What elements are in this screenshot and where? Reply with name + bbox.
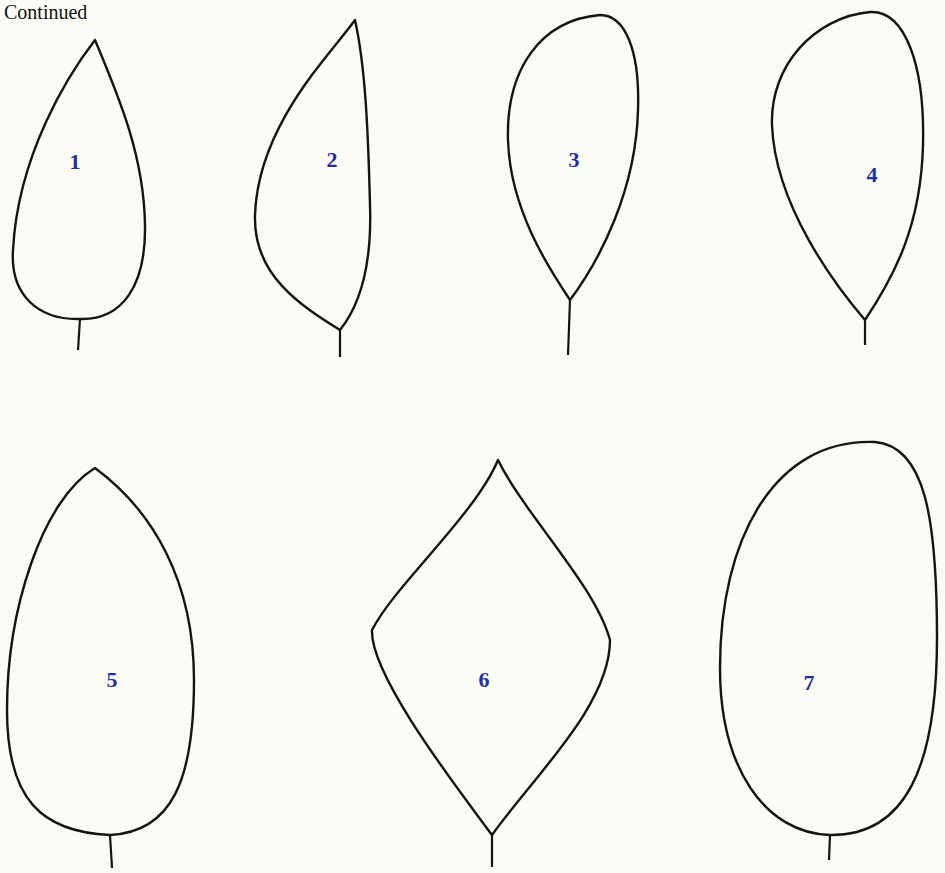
leaf-outline: 6 (365, 455, 615, 870)
leaf-blade (720, 442, 937, 835)
leaf-blade (508, 15, 638, 300)
leaf-stalk (110, 835, 112, 868)
callout-number: 6 (479, 669, 490, 691)
leaf-shape (365, 455, 615, 870)
leaf-shape (715, 438, 943, 866)
leaf-outline: 1 (8, 35, 153, 353)
callout-number: 1 (70, 151, 81, 173)
leaf-blade (13, 40, 145, 319)
leaf-outline: 3 (500, 10, 645, 360)
leaf-blade (372, 460, 610, 835)
leaf-shape (500, 10, 645, 360)
leaf-stalk (339, 330, 341, 357)
callout-number: 4 (867, 164, 878, 186)
leaf-outline: 4 (765, 5, 930, 350)
leaf-outline: 2 (250, 15, 375, 360)
heading-fragment: Continued (4, 2, 87, 22)
leaf-blade (7, 468, 194, 835)
leaf-shape (250, 15, 375, 360)
callout-number: 5 (107, 669, 118, 691)
leaf-stalk (491, 835, 493, 867)
leaf-shape (2, 460, 202, 872)
callout-number: 2 (327, 149, 338, 171)
leaf-stalk (864, 320, 866, 345)
leaf-shape (8, 35, 153, 353)
leaf-stalk (829, 835, 830, 860)
callout-number: 3 (569, 149, 580, 171)
leaf-blade (255, 20, 370, 330)
leaf-outline: 7 (715, 438, 943, 866)
leaf-stalk (78, 319, 80, 350)
leaf-shape (765, 5, 930, 350)
leaf-blade (772, 12, 923, 320)
leaf-outline: 5 (2, 460, 202, 872)
leaf-stalk (568, 300, 570, 355)
callout-number: 7 (804, 672, 815, 694)
